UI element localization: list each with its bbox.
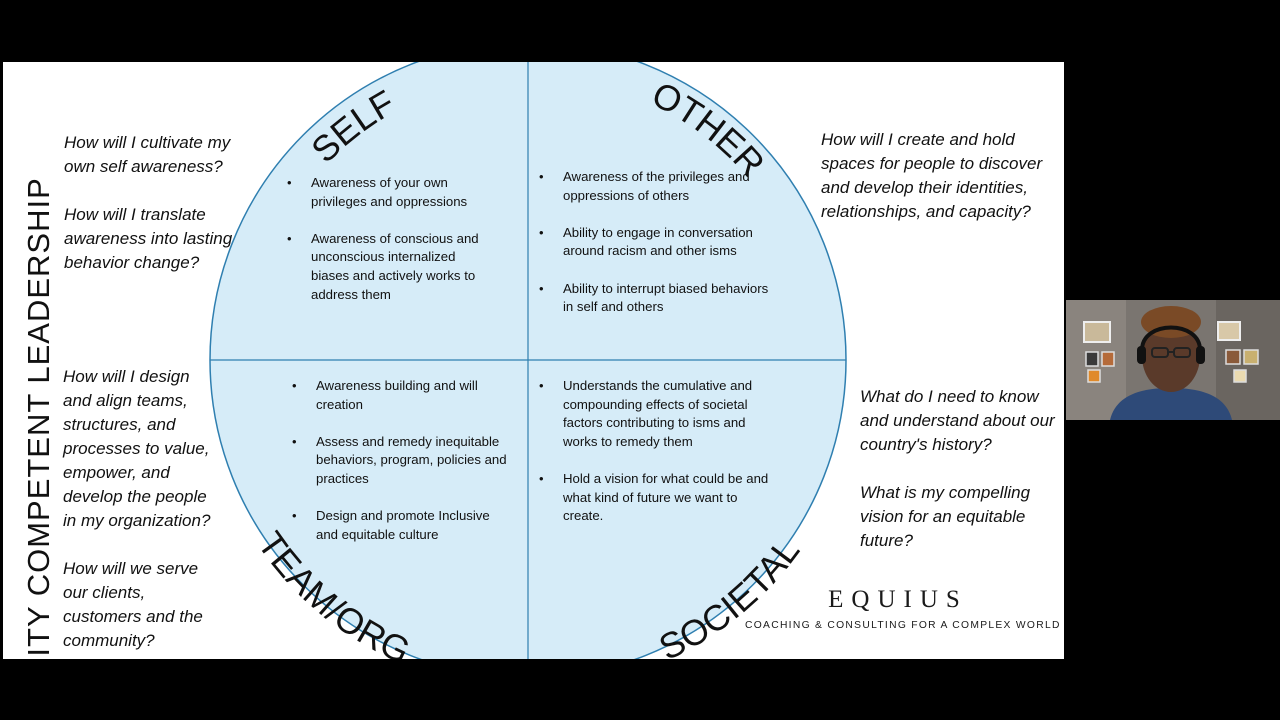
question-societal-2: What is my compelling vision for an equi… [860,483,1031,550]
bullet-societal-1: Understands the cumulative and compoundi… [539,377,779,451]
question-self-1: How will I cultivate my own self awarene… [64,133,231,176]
logo-tagline: COACHING & CONSULTING FOR A COMPLEX WORL… [745,620,1061,631]
bullets-self: Awareness of your own privileges and opp… [287,174,497,323]
slide-title: EQUITY COMPETENT LEADERSHIP [21,177,56,659]
bullets-societal: Understands the cumulative and compoundi… [539,377,779,544]
questions-other: How will I create and hold spaces for pe… [821,128,1051,224]
bullets-team: Awareness building and will creation Ass… [292,377,514,563]
questions-team: How will I design and align teams, struc… [63,365,213,653]
question-self-2: How will I translate awareness into last… [64,205,233,272]
logo-name: EQUIUS [828,586,968,613]
bullet-other-3: Ability to interrupt biased behaviors in… [539,280,779,317]
questions-self: How will I cultivate my own self awarene… [64,131,244,275]
bullet-societal-2: Hold a vision for what could be and what… [539,470,779,526]
bullet-other-2: Ability to engage in conversation around… [539,224,779,261]
webcam-video-tile[interactable] [1066,300,1280,420]
bullet-other-1: Awareness of the privileges and oppressi… [539,168,779,205]
bullet-team-2: Assess and remedy inequitable behaviors,… [292,433,514,489]
question-societal-1: What do I need to know and understand ab… [860,387,1055,454]
question-team-1: How will I design and align teams, struc… [63,367,211,530]
slide: SELF OTHER TEAM/ORG SOCIETAL EQUITY COMP… [3,62,1064,659]
bullets-other: Awareness of the privileges and oppressi… [539,168,779,335]
question-other-1: How will I create and hold spaces for pe… [821,130,1043,221]
bullet-team-1: Awareness building and will creation [292,377,514,414]
webcam-image [1066,300,1280,420]
bullet-self-2: Awareness of conscious and unconscious i… [287,230,497,304]
bullet-self-1: Awareness of your own privileges and opp… [287,174,497,211]
question-team-2: How will we serve our clients, customers… [63,559,203,650]
equius-logo: EQUIUS COACHING & CONSULTING FOR A COMPL… [745,586,1061,631]
questions-societal: What do I need to know and understand ab… [860,385,1060,553]
bullet-team-3: Design and promote Inclusive and equitab… [292,507,514,544]
